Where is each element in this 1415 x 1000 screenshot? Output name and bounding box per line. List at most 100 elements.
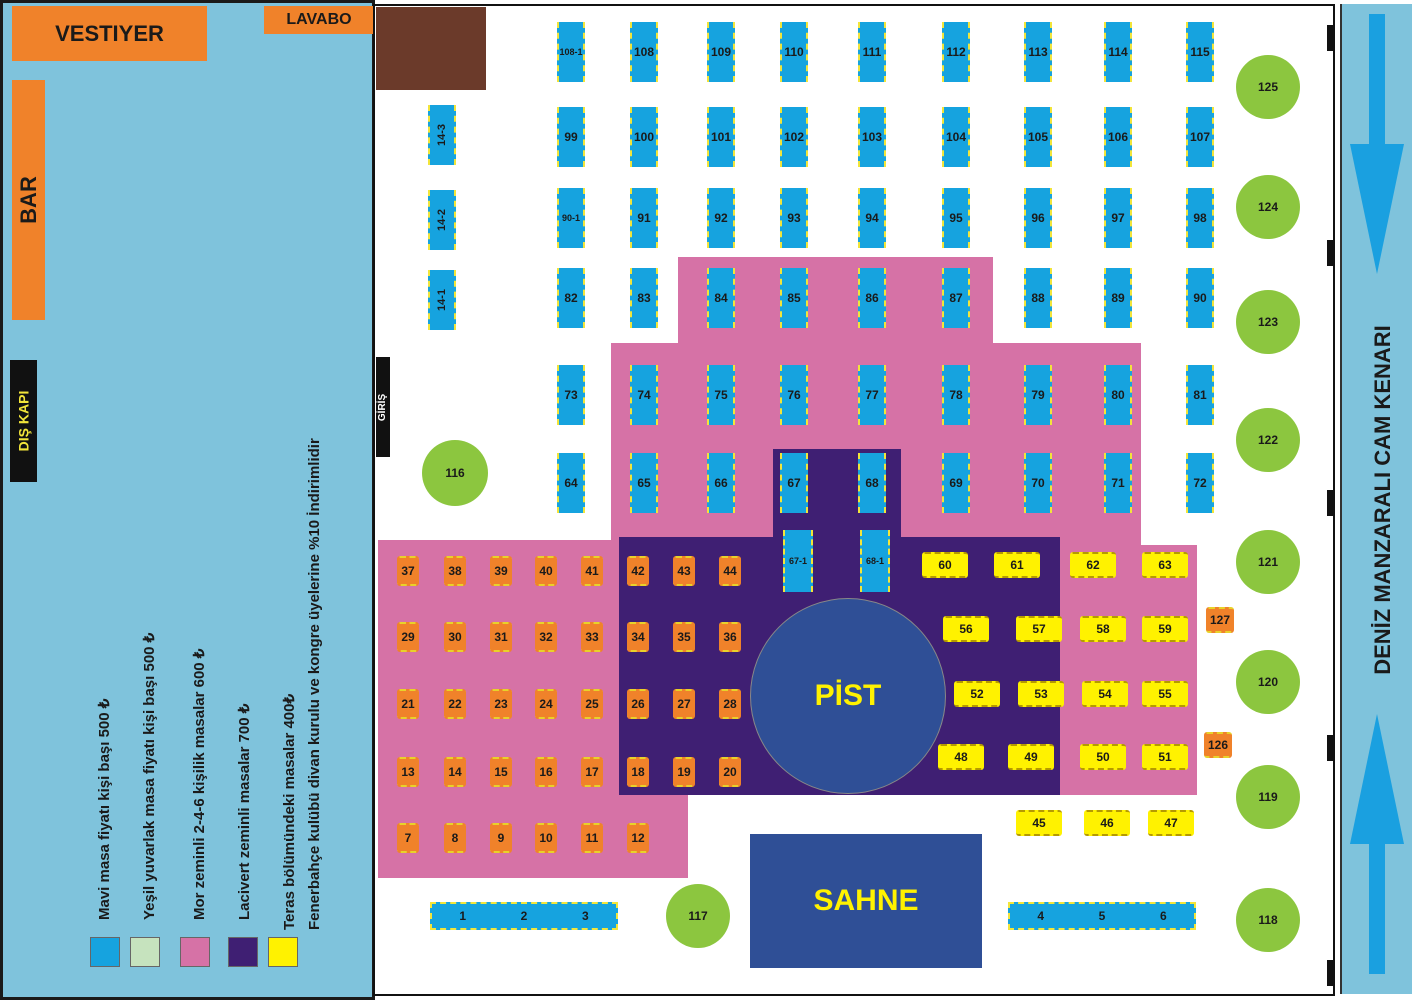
table-20[interactable]: 20	[719, 757, 741, 787]
table-104[interactable]: 104	[942, 107, 970, 167]
table-45[interactable]: 45	[1016, 810, 1062, 836]
table-115[interactable]: 115	[1186, 22, 1214, 82]
table-53[interactable]: 53	[1018, 681, 1064, 707]
table-29[interactable]: 29	[397, 622, 419, 652]
table-14-1[interactable]: 14-1	[428, 270, 456, 330]
table-58[interactable]: 58	[1080, 616, 1126, 642]
table-2[interactable]: 2	[520, 909, 528, 923]
table-102[interactable]: 102	[780, 107, 808, 167]
table-11[interactable]: 11	[581, 823, 603, 853]
table-15[interactable]: 15	[490, 757, 512, 787]
table-94[interactable]: 94	[858, 188, 886, 248]
table-46[interactable]: 46	[1084, 810, 1130, 836]
table-12[interactable]: 12	[627, 823, 649, 853]
round-table-121[interactable]: 121	[1236, 530, 1300, 594]
table-61[interactable]: 61	[994, 552, 1040, 578]
table-70[interactable]: 70	[1024, 453, 1052, 513]
table-100[interactable]: 100	[630, 107, 658, 167]
table-14-2[interactable]: 14-2	[428, 190, 456, 250]
table-108[interactable]: 108	[630, 22, 658, 82]
table-38[interactable]: 38	[444, 556, 466, 586]
table-51[interactable]: 51	[1142, 744, 1188, 770]
table-26[interactable]: 26	[627, 689, 649, 719]
table-65[interactable]: 65	[630, 453, 658, 513]
round-table-123[interactable]: 123	[1236, 290, 1300, 354]
table-47[interactable]: 47	[1148, 810, 1194, 836]
table-54[interactable]: 54	[1082, 681, 1128, 707]
round-table-119[interactable]: 119	[1236, 765, 1300, 829]
round-table-118[interactable]: 118	[1236, 888, 1300, 952]
table-59[interactable]: 59	[1142, 616, 1188, 642]
table-32[interactable]: 32	[535, 622, 557, 652]
table-64[interactable]: 64	[557, 453, 585, 513]
table-49[interactable]: 49	[1008, 744, 1054, 770]
table-77[interactable]: 77	[858, 365, 886, 425]
table-19[interactable]: 19	[673, 757, 695, 787]
table-101[interactable]: 101	[707, 107, 735, 167]
table-81[interactable]: 81	[1186, 365, 1214, 425]
table-43[interactable]: 43	[673, 556, 695, 586]
table-78[interactable]: 78	[942, 365, 970, 425]
table-17[interactable]: 17	[581, 757, 603, 787]
table-82[interactable]: 82	[557, 268, 585, 328]
table-85[interactable]: 85	[780, 268, 808, 328]
table-99[interactable]: 99	[557, 107, 585, 167]
table-7[interactable]: 7	[397, 823, 419, 853]
table-62[interactable]: 62	[1070, 552, 1116, 578]
long-table-right[interactable]: 4 5 6	[1008, 902, 1196, 930]
table-109[interactable]: 109	[707, 22, 735, 82]
table-16[interactable]: 16	[535, 757, 557, 787]
table-6[interactable]: 6	[1159, 909, 1167, 923]
round-table-122[interactable]: 122	[1236, 408, 1300, 472]
table-55[interactable]: 55	[1142, 681, 1188, 707]
table-110[interactable]: 110	[780, 22, 808, 82]
table-98[interactable]: 98	[1186, 188, 1214, 248]
table-56[interactable]: 56	[943, 616, 989, 642]
table-68-1[interactable]: 68-1	[860, 530, 890, 592]
table-68[interactable]: 68	[858, 453, 886, 513]
table-84[interactable]: 84	[707, 268, 735, 328]
table-13[interactable]: 13	[397, 757, 419, 787]
table-71[interactable]: 71	[1104, 453, 1132, 513]
table-36[interactable]: 36	[719, 622, 741, 652]
table-72[interactable]: 72	[1186, 453, 1214, 513]
table-42[interactable]: 42	[627, 556, 649, 586]
table-35[interactable]: 35	[673, 622, 695, 652]
table-83[interactable]: 83	[630, 268, 658, 328]
table-5[interactable]: 5	[1098, 909, 1106, 923]
table-95[interactable]: 95	[942, 188, 970, 248]
round-table-125[interactable]: 125	[1236, 55, 1300, 119]
table-79[interactable]: 79	[1024, 365, 1052, 425]
table-108-1[interactable]: 108-1	[557, 22, 585, 82]
table-40[interactable]: 40	[535, 556, 557, 586]
table-112[interactable]: 112	[942, 22, 970, 82]
table-23[interactable]: 23	[490, 689, 512, 719]
table-67[interactable]: 67	[780, 453, 808, 513]
table-91[interactable]: 91	[630, 188, 658, 248]
table-24[interactable]: 24	[535, 689, 557, 719]
table-22[interactable]: 22	[444, 689, 466, 719]
table-75[interactable]: 75	[707, 365, 735, 425]
table-67-1[interactable]: 67-1	[783, 530, 813, 592]
table-52[interactable]: 52	[954, 681, 1000, 707]
table-69[interactable]: 69	[942, 453, 970, 513]
table-80[interactable]: 80	[1104, 365, 1132, 425]
table-90[interactable]: 90	[1186, 268, 1214, 328]
table-4[interactable]: 4	[1037, 909, 1044, 923]
table-93[interactable]: 93	[780, 188, 808, 248]
table-74[interactable]: 74	[630, 365, 658, 425]
table-73[interactable]: 73	[557, 365, 585, 425]
table-113[interactable]: 113	[1024, 22, 1052, 82]
table-25[interactable]: 25	[581, 689, 603, 719]
table-50[interactable]: 50	[1080, 744, 1126, 770]
round-table-116[interactable]: 116	[422, 440, 488, 506]
table-8[interactable]: 8	[444, 823, 466, 853]
table-103[interactable]: 103	[858, 107, 886, 167]
table-14-3[interactable]: 14-3	[428, 105, 456, 165]
table-66[interactable]: 66	[707, 453, 735, 513]
round-table-124[interactable]: 124	[1236, 175, 1300, 239]
table-106[interactable]: 106	[1104, 107, 1132, 167]
table-31[interactable]: 31	[490, 622, 512, 652]
table-14[interactable]: 14	[444, 757, 466, 787]
